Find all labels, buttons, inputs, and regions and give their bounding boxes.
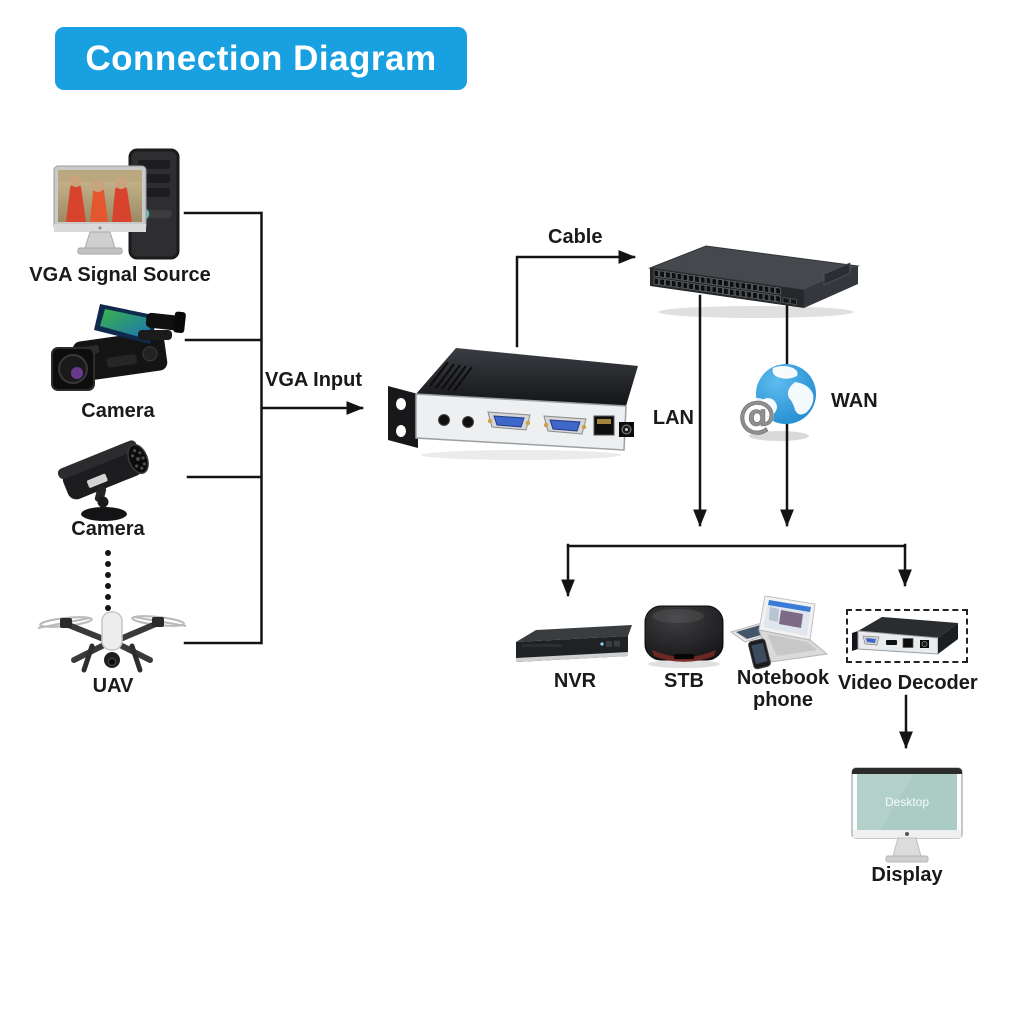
video-decoder-icon: [852, 617, 958, 655]
camera-video-label: Camera: [81, 400, 155, 422]
encoder-icon: [386, 336, 644, 464]
video-decoder-dashed-box: [846, 609, 968, 663]
vga-input-label: VGA Input: [265, 369, 363, 391]
notebook-phone-icon: [729, 594, 835, 672]
cable-label: Cable: [548, 226, 603, 248]
lan-label: LAN: [652, 407, 694, 429]
display-icon: Desktop: [844, 766, 970, 866]
page-title: Connection Diagram: [85, 38, 437, 78]
vga-source-label: VGA Signal Source: [29, 264, 211, 286]
vga-port: [487, 411, 531, 431]
more-sources-dots: [105, 550, 111, 611]
switch-icon: [644, 240, 866, 324]
vga-source-icon: [52, 148, 192, 266]
at-symbol: @: [738, 393, 776, 437]
nvr-label: NVR: [553, 670, 597, 692]
notebook-phone-label: Notebook phone: [731, 667, 835, 711]
camera-cctv-label: Camera: [71, 518, 145, 540]
soccer-photo: [58, 170, 142, 222]
wan-label: WAN: [831, 390, 878, 412]
camera-video-icon: [50, 296, 190, 402]
notebook-label-line2: phone: [753, 689, 813, 711]
display-screen-text: Desktop: [885, 795, 929, 809]
notebook-label-line1: Notebook: [736, 667, 830, 689]
ethernet-port: [593, 415, 615, 436]
video-decoder-label: Video Decoder: [838, 672, 978, 694]
stb-icon: [640, 598, 728, 670]
stb-label: STB: [664, 670, 704, 692]
mounting-bracket: [388, 386, 418, 448]
title-banner: Connection Diagram: [55, 27, 467, 90]
uav-icon: [36, 606, 188, 686]
display-label: Display: [871, 864, 943, 886]
vga-port-2: [543, 415, 587, 435]
camera-cctv-icon: [56, 430, 162, 528]
wire-encoder-cable: [515, 250, 636, 348]
nvr-icon: [514, 622, 634, 672]
switch-ports: [653, 269, 797, 305]
uav-label: UAV: [92, 675, 134, 697]
drone-body: [101, 611, 123, 651]
display-screen: [857, 774, 957, 830]
wan-globe-icon: @: [733, 358, 827, 444]
